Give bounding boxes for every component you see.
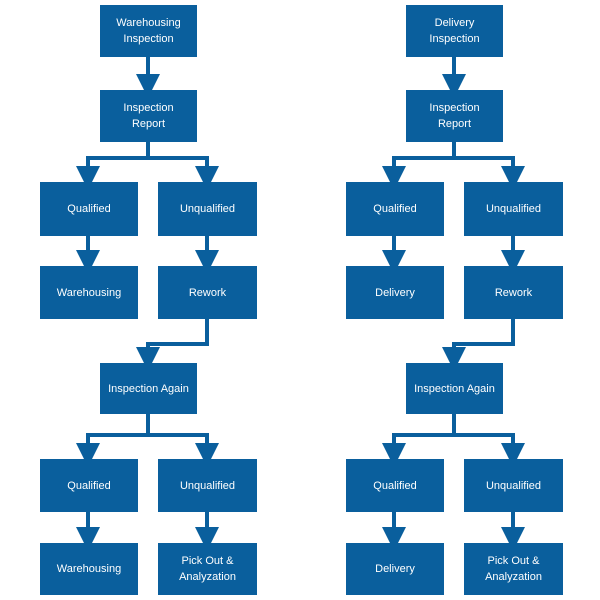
final-delivery-box: Delivery bbox=[346, 543, 444, 595]
unqualified-again-box: Unqualified bbox=[464, 459, 563, 512]
warehousing-inspection-box: Warehousing Inspection bbox=[100, 5, 197, 57]
qualified-box: Qualified bbox=[346, 182, 444, 236]
delivery-inspection-flow: Delivery Inspection Inspection Report Qu… bbox=[306, 0, 600, 600]
again-to-unqualified-arrow bbox=[148, 433, 219, 467]
pick-out-analyzation-box: Pick Out & Analyzation bbox=[158, 543, 257, 595]
unqualified-box: Unqualified bbox=[464, 182, 563, 236]
final-warehousing-box: Warehousing bbox=[40, 543, 138, 595]
report-to-qualified-arrow bbox=[76, 156, 148, 190]
pick-out-analyzation-box: Pick Out & Analyzation bbox=[464, 543, 563, 595]
inspection-again-box: Inspection Again bbox=[100, 363, 197, 414]
qualified-again-box: Qualified bbox=[346, 459, 444, 512]
qualified-box: Qualified bbox=[40, 182, 138, 236]
again-to-qualified-arrow bbox=[382, 433, 454, 467]
report-to-qualified-arrow bbox=[382, 156, 454, 190]
warehousing-box: Warehousing bbox=[40, 266, 138, 319]
unqualified-again-box: Unqualified bbox=[158, 459, 257, 512]
rework-to-again-arrow bbox=[136, 319, 209, 371]
rework-box: Rework bbox=[464, 266, 563, 319]
rework-to-again-arrow bbox=[442, 319, 515, 371]
right-flow-connectors bbox=[382, 57, 525, 551]
inspection-report-box: Inspection Report bbox=[406, 90, 503, 142]
again-to-qualified-arrow bbox=[76, 433, 148, 467]
report-to-unqualified-arrow bbox=[148, 156, 219, 190]
warehousing-inspection-flow: Warehousing Inspection Inspection Report… bbox=[40, 5, 257, 595]
rework-box: Rework bbox=[158, 266, 257, 319]
qualified-again-box: Qualified bbox=[40, 459, 138, 512]
unqualified-box: Unqualified bbox=[158, 182, 257, 236]
delivery-inspection-box: Delivery Inspection bbox=[406, 5, 503, 57]
inspection-report-box: Inspection Report bbox=[100, 90, 197, 142]
report-to-unqualified-arrow bbox=[454, 156, 525, 190]
inspection-again-box: Inspection Again bbox=[406, 363, 503, 414]
left-flow-connectors bbox=[76, 57, 219, 551]
delivery-box: Delivery bbox=[346, 266, 444, 319]
again-to-unqualified-arrow bbox=[454, 433, 525, 467]
